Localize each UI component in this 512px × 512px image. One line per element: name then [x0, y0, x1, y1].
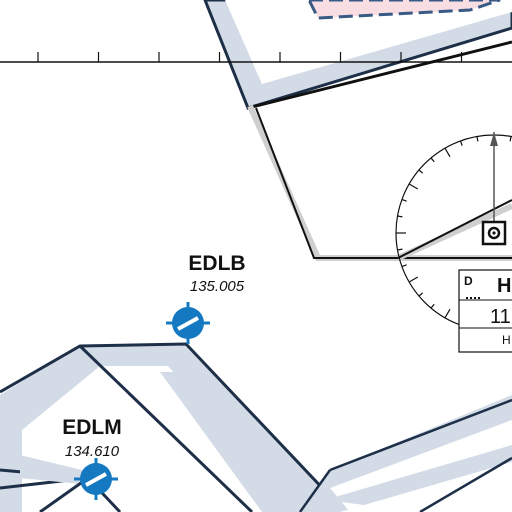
rose-tick	[401, 264, 407, 268]
airport-id: EDLM	[62, 416, 122, 439]
airport-frequency: 135.005	[190, 278, 245, 295]
rose-tick	[444, 308, 451, 319]
rose-tick	[476, 136, 479, 142]
rose-tick	[509, 136, 512, 142]
airspace-lower-left	[0, 342, 347, 512]
rose-tick	[430, 157, 435, 163]
vor-dme-icon	[481, 220, 507, 246]
rose-tick	[397, 215, 403, 218]
rose-tick	[401, 198, 407, 202]
airway-corridor	[247, 104, 512, 261]
airspace-top	[203, 0, 512, 110]
box-corner-letter: D	[464, 274, 473, 288]
box-value: 11	[490, 306, 511, 328]
airfield-icon	[74, 458, 118, 500]
airspace-lower-right	[298, 395, 512, 512]
rose-tick	[430, 303, 435, 309]
box-bottom: H	[502, 333, 511, 347]
rose-tick	[408, 183, 419, 190]
restricted-area	[307, 0, 501, 20]
airport-frequency: 134.610	[65, 443, 120, 460]
airspace-info-box: D H 11 H	[458, 269, 512, 353]
airport-edlm[interactable]: EDLM 134.610	[62, 416, 122, 500]
airfield-icon	[166, 302, 210, 344]
airport-edlb[interactable]: EDLB 135.005	[166, 252, 246, 344]
rose-tick	[418, 169, 424, 174]
scale-bar	[0, 52, 512, 63]
rose-tick	[397, 248, 403, 251]
rose-tick	[444, 147, 451, 158]
box-title: H	[497, 275, 511, 297]
rose-tick	[459, 140, 463, 146]
rose-tick	[408, 276, 419, 283]
airport-id: EDLB	[188, 252, 245, 275]
rose-tick	[418, 292, 424, 297]
